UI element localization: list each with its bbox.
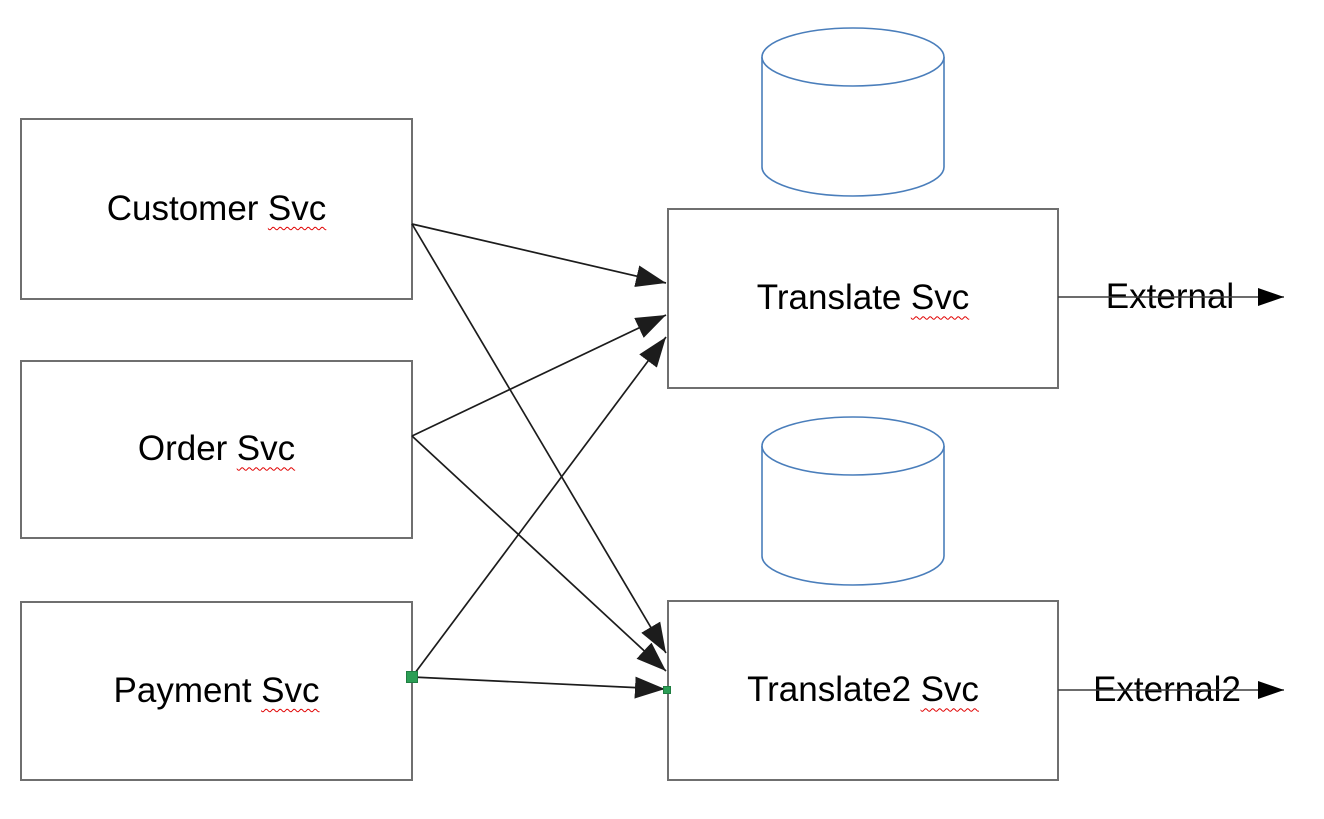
selection-handle-end[interactable] (663, 686, 671, 694)
connector-order-to-translate[interactable] (411, 314, 667, 437)
node-label-text: Customer (106, 188, 259, 228)
database-cylinder-icon[interactable] (761, 416, 945, 586)
node-label-suffix: Svc (261, 670, 320, 710)
database-cylinder-icon[interactable] (761, 27, 945, 197)
node-label-suffix: Svc (920, 670, 979, 710)
node-label-text: Order (137, 429, 228, 469)
connector-payment-to-translate2-selected[interactable] (411, 676, 666, 699)
connector-payment-to-translate[interactable] (411, 336, 667, 678)
node-label-text: Translate2 (747, 670, 912, 710)
node-label-text: Translate (756, 278, 902, 318)
connector-customer-to-translate[interactable] (411, 223, 667, 287)
selection-handle-start[interactable] (406, 671, 418, 683)
node-label-suffix: Svc (910, 278, 970, 318)
connector-customer-to-translate2[interactable] (411, 223, 667, 654)
node-label-suffix: Svc (267, 188, 327, 228)
node-label-text: Payment (113, 670, 252, 710)
connector-order-to-translate2[interactable] (411, 435, 667, 672)
node-label-suffix: Svc (236, 429, 296, 469)
